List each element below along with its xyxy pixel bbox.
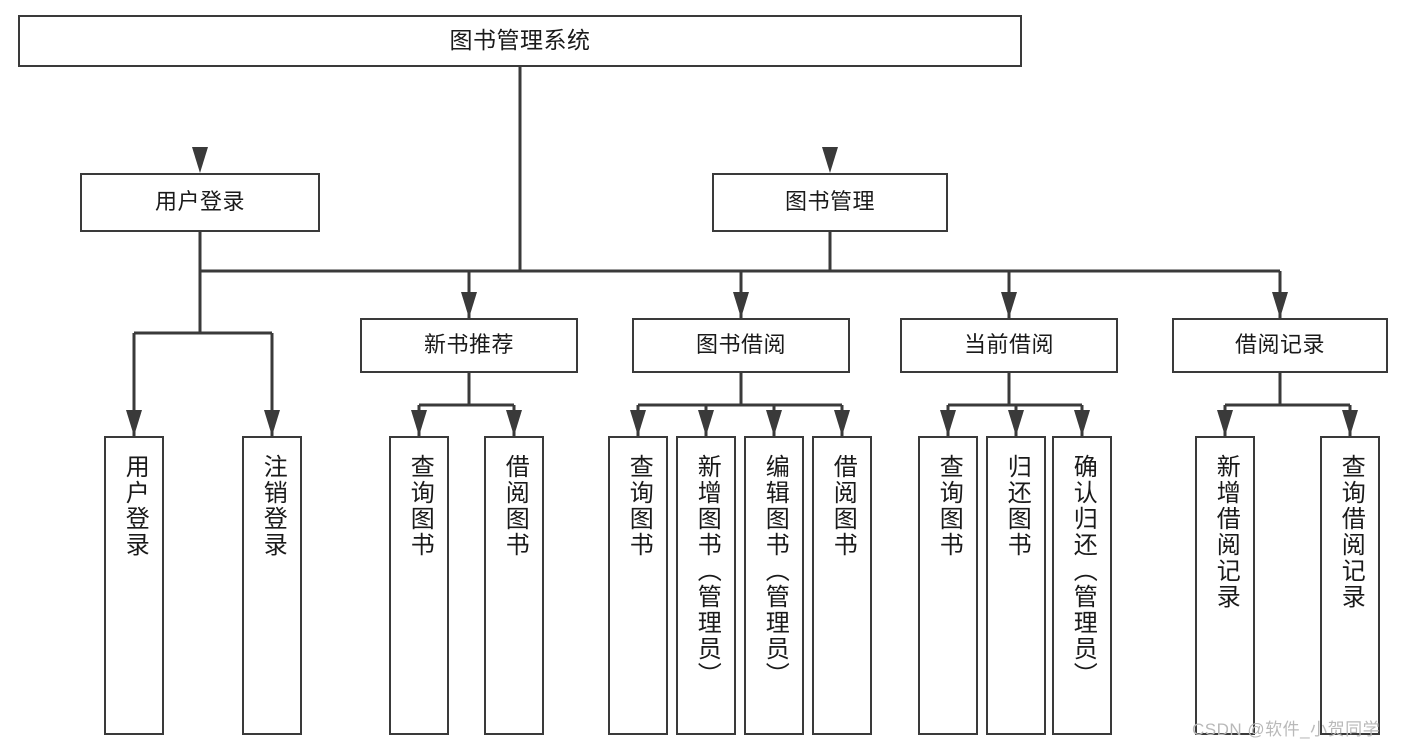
node-leaf-query-book-1[interactable]: 查询图书	[389, 436, 449, 735]
node-book-borrow[interactable]: 图书借阅	[632, 318, 850, 373]
node-label: 查询图书	[625, 454, 653, 558]
node-label: 新增图书（管理员）	[693, 454, 721, 688]
node-label: 新书推荐	[423, 332, 514, 358]
node-label: 借阅图书	[829, 454, 857, 558]
node-label: 编辑图书（管理员）	[761, 454, 789, 688]
node-label: 图书管理	[784, 189, 875, 215]
node-leaf-borrow-book-1[interactable]: 借阅图书	[484, 436, 544, 735]
node-label: 归还图书	[1003, 454, 1031, 558]
node-leaf-query-book-3[interactable]: 查询图书	[918, 436, 978, 735]
node-label: 当前借阅	[963, 332, 1054, 358]
node-label: 图书管理系统	[449, 27, 591, 54]
watermark: CSDN @软件_小贺同学	[1192, 720, 1381, 739]
node-label: 图书借阅	[695, 332, 786, 358]
node-leaf-add-book[interactable]: 新增图书（管理员）	[676, 436, 736, 735]
node-leaf-user-login[interactable]: 用户登录	[104, 436, 164, 735]
node-root[interactable]: 图书管理系统	[18, 15, 1022, 67]
node-label: 确认归还（管理员）	[1069, 454, 1097, 688]
node-label: 注销登录	[259, 454, 287, 558]
node-borrow-record[interactable]: 借阅记录	[1172, 318, 1388, 373]
node-label: 查询图书	[935, 454, 963, 558]
node-leaf-return-book[interactable]: 归还图书	[986, 436, 1046, 735]
node-label: 借阅图书	[501, 454, 529, 558]
node-new-book-rec[interactable]: 新书推荐	[360, 318, 578, 373]
node-label: 查询图书	[406, 454, 434, 558]
node-label: 借阅记录	[1234, 332, 1325, 358]
node-leaf-add-record[interactable]: 新增借阅记录	[1195, 436, 1255, 735]
node-label: 用户登录	[121, 454, 149, 558]
node-label: 新增借阅记录	[1212, 454, 1240, 610]
node-label: 查询借阅记录	[1337, 454, 1365, 610]
node-leaf-edit-book[interactable]: 编辑图书（管理员）	[744, 436, 804, 735]
node-user-login[interactable]: 用户登录	[80, 173, 320, 232]
node-leaf-borrow-book-2[interactable]: 借阅图书	[812, 436, 872, 735]
node-leaf-query-record[interactable]: 查询借阅记录	[1320, 436, 1380, 735]
node-leaf-query-book-2[interactable]: 查询图书	[608, 436, 668, 735]
node-label: 用户登录	[154, 189, 245, 215]
node-current-borrow[interactable]: 当前借阅	[900, 318, 1118, 373]
node-leaf-logout[interactable]: 注销登录	[242, 436, 302, 735]
node-book-manage[interactable]: 图书管理	[712, 173, 948, 232]
node-leaf-confirm-return[interactable]: 确认归还（管理员）	[1052, 436, 1112, 735]
